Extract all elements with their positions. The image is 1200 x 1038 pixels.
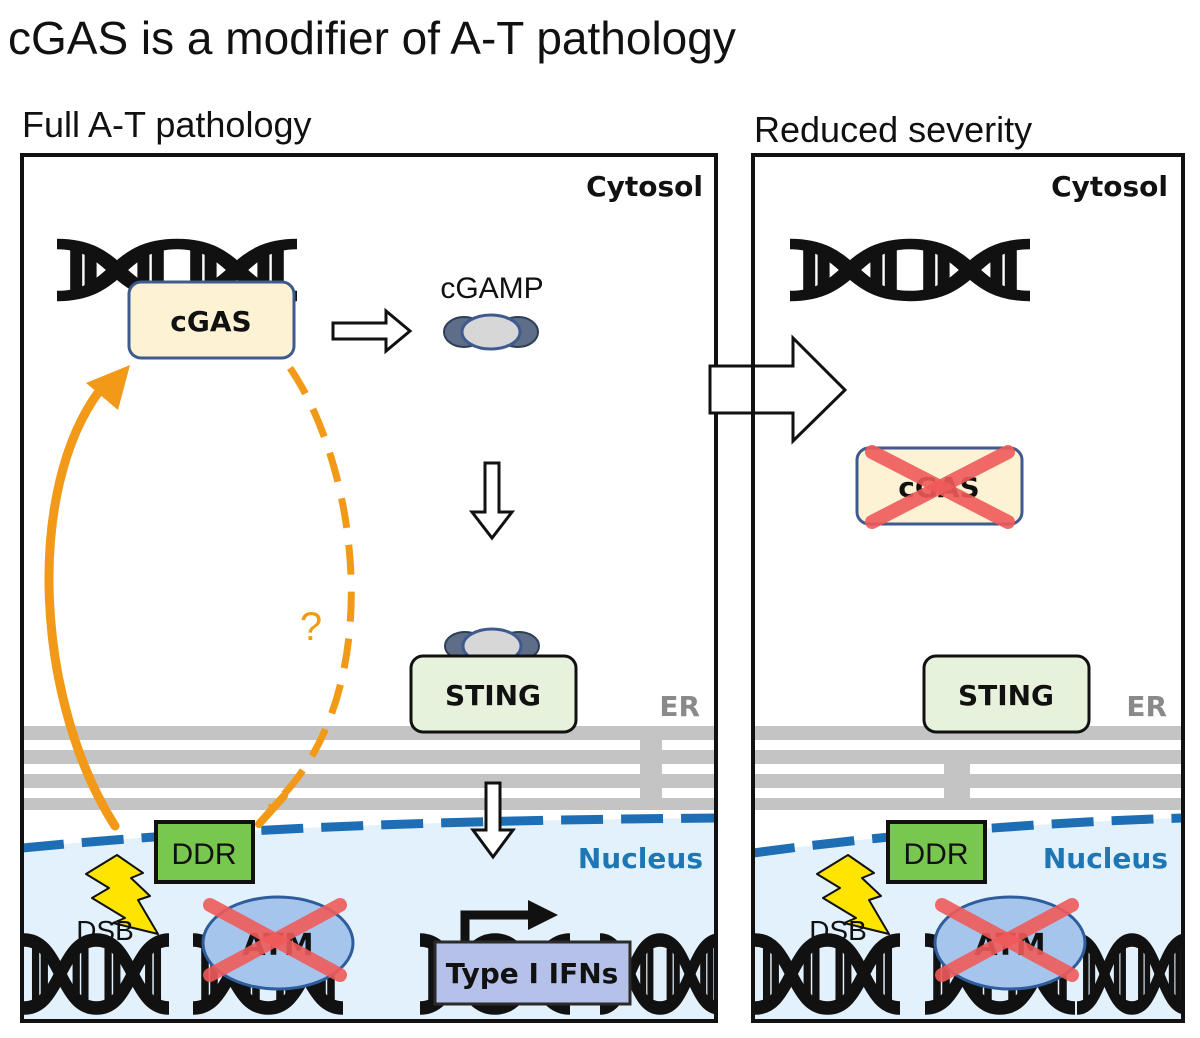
right-nucleus-label: Nucleus: [1043, 842, 1168, 875]
ddr-to-cgas-arrow: [44, 385, 120, 831]
right-dsb-label: DSB: [809, 915, 867, 946]
left-cytosol-label: Cytosol: [586, 170, 703, 203]
left-cgas-label: cGAS: [170, 305, 251, 338]
right-cgas-knockout: cGAS: [855, 445, 1024, 529]
cgas-inhibits-ddr-line: [267, 366, 355, 811]
left-ddr-box: [154, 820, 255, 884]
left-nucleus-label: Nucleus: [578, 842, 703, 875]
right-atm-group: ATM: [933, 895, 1087, 991]
ddr-to-cgas-arrowhead: [86, 365, 130, 410]
cgas-to-cgamp-arrow: [331, 307, 413, 355]
cgamp-molecule: [443, 313, 539, 351]
right-cytosol-label: Cytosol: [1051, 170, 1168, 203]
right-cytosolic-dna: [790, 244, 1030, 296]
right-sting-label: STING: [958, 679, 1054, 712]
left-panel-border: [20, 153, 718, 1023]
left-er-membrane: [22, 726, 716, 810]
right-er-membrane: [753, 726, 1183, 810]
left-sting-box: [409, 654, 578, 734]
cgamp-to-sting-arrow: [468, 461, 516, 541]
right-panel: ATM: [753, 244, 1183, 1021]
left-dsb-label: DSB: [76, 915, 134, 946]
right-dsb-lightning: [816, 854, 890, 935]
cgas-inhibits-ddr-bar: [255, 792, 288, 828]
left-ddr-label: DDR: [172, 838, 237, 871]
page-title: cGAS is a modifier of A-T pathology: [8, 12, 736, 64]
sting-to-nucleus-arrow: [470, 781, 516, 860]
left-ifn-label: Type I IFNs: [446, 957, 619, 990]
question-mark: ?: [300, 605, 322, 649]
left-panel-heading: Full A-T pathology: [22, 104, 312, 145]
left-nuclear-envelope: [22, 813, 716, 853]
cgamp-label: cGAMP: [440, 272, 543, 305]
left-cgas-box: [127, 280, 296, 360]
left-sting-label: STING: [445, 679, 541, 712]
right-ddr-label: DDR: [904, 838, 969, 871]
left-er-label: ER: [659, 690, 700, 723]
left-dsb-lightning: [85, 854, 159, 935]
right-er-label: ER: [1126, 690, 1167, 723]
left-atm-group: ATM: [201, 895, 355, 991]
left-ifn-box: [433, 940, 632, 1006]
right-sting-box: [922, 654, 1091, 734]
right-panel-border: [751, 153, 1185, 1023]
left-promoter-arrow: [460, 900, 558, 950]
transition-arrow: [708, 334, 848, 445]
right-panel-heading: Reduced severity: [754, 109, 1032, 150]
right-ddr-box: [886, 820, 987, 884]
